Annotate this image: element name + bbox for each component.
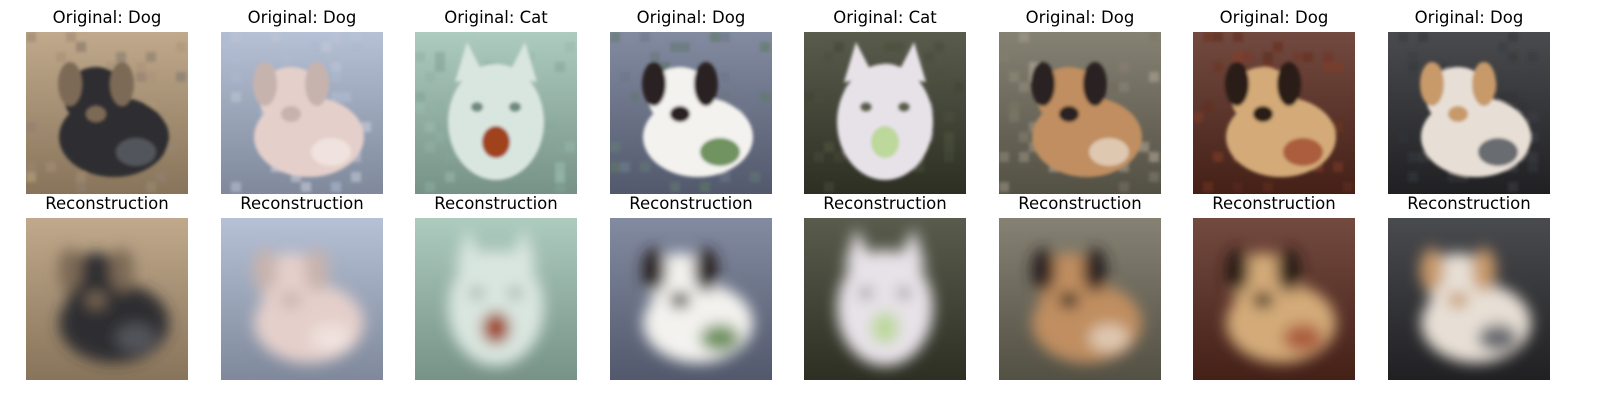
original-title: Original: Dog <box>1414 8 1524 27</box>
original-image <box>1388 32 1550 194</box>
reconstruction-title: Reconstruction <box>1212 194 1336 213</box>
reconstruction-title: Reconstruction <box>240 194 364 213</box>
original-image <box>999 32 1161 194</box>
reconstruction-image <box>415 218 577 380</box>
reconstruction-title: Reconstruction <box>823 194 947 213</box>
original-title: Original: Dog <box>247 8 357 27</box>
reconstruction-title: Reconstruction <box>629 194 753 213</box>
reconstruction-image <box>610 218 772 380</box>
original-image <box>221 32 383 194</box>
original-image <box>610 32 772 194</box>
original-image <box>415 32 577 194</box>
original-image <box>804 32 966 194</box>
original-image <box>26 32 188 194</box>
original-title: Original: Dog <box>1025 8 1135 27</box>
original-title: Original: Dog <box>1219 8 1329 27</box>
reconstruction-image <box>804 218 966 380</box>
reconstruction-title: Reconstruction <box>45 194 169 213</box>
original-title: Original: Cat <box>444 8 548 27</box>
reconstruction-image <box>26 218 188 380</box>
original-title: Original: Cat <box>833 8 937 27</box>
original-image <box>1193 32 1355 194</box>
reconstruction-title: Reconstruction <box>1018 194 1142 213</box>
reconstruction-image <box>221 218 383 380</box>
reconstruction-image <box>1388 218 1550 380</box>
reconstruction-image <box>999 218 1161 380</box>
reconstruction-title: Reconstruction <box>1407 194 1531 213</box>
original-title: Original: Dog <box>636 8 746 27</box>
original-title: Original: Dog <box>52 8 162 27</box>
reconstruction-title: Reconstruction <box>434 194 558 213</box>
reconstruction-image <box>1193 218 1355 380</box>
